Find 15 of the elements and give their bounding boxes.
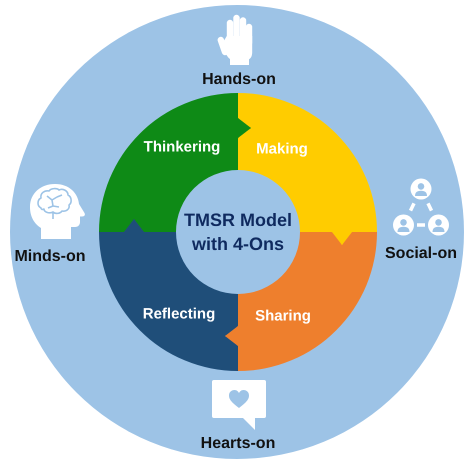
chevron-arrow xyxy=(238,118,252,138)
ring-segment xyxy=(238,93,377,232)
chevron-arrow xyxy=(224,326,238,346)
segment-label: Making xyxy=(256,140,308,158)
chevron-arrow xyxy=(332,232,352,246)
ring-segment xyxy=(99,93,238,232)
category-label: Social-on xyxy=(385,244,457,264)
category-label: Hearts-on xyxy=(200,434,276,454)
category-label: Minds-on xyxy=(14,248,86,266)
segment-label: Reflecting xyxy=(142,305,216,323)
chevron-arrow xyxy=(124,218,144,232)
segment-label: Sharing xyxy=(255,307,311,325)
category-label: Hands-on xyxy=(202,70,276,90)
center-title: TMSR Model with 4-Ons xyxy=(183,209,293,256)
segment-label: Thinkering xyxy=(144,138,220,156)
